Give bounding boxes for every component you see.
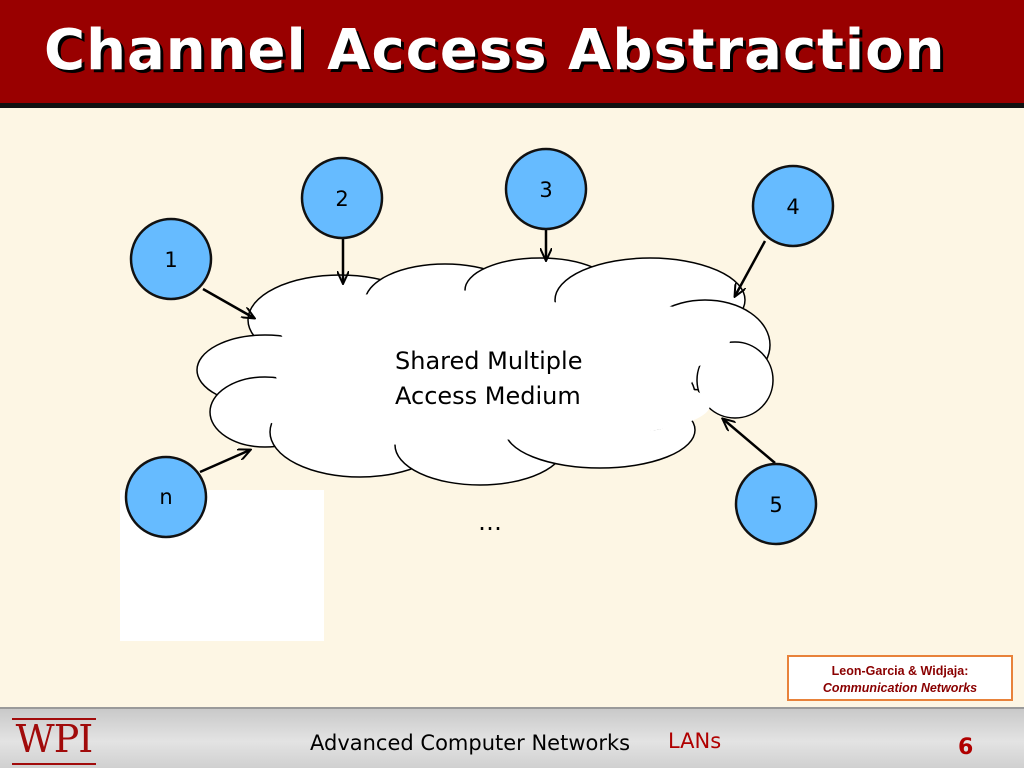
node-label: 2 (335, 187, 348, 211)
node-2: 2 (300, 156, 384, 240)
node-label: n (159, 485, 172, 509)
ellipsis-label: … (478, 508, 502, 536)
arrow-node-n (199, 450, 250, 474)
node-label: 1 (164, 248, 177, 272)
wpi-logo: WPI (8, 715, 100, 765)
shared-medium-cloud (196, 257, 774, 486)
title-bar: Channel Access Abstraction (0, 0, 1024, 108)
arrow-node-1 (202, 287, 254, 318)
page-number: 6 (958, 735, 974, 760)
footer-bar: WPI Advanced Computer Networks LANs 6 (0, 707, 1024, 768)
node-1: 1 (129, 217, 213, 301)
arrow-node-4 (735, 240, 767, 296)
node-label: 5 (769, 493, 782, 517)
citation-book: Communication Networks (822, 681, 978, 695)
cloud-label-line1: Shared Multiple (395, 347, 582, 375)
node-4: 4 (751, 164, 835, 248)
cloud-label-line2: Access Medium (395, 382, 581, 410)
logo-top-rule (12, 718, 96, 720)
logo-bottom-rule (12, 763, 96, 765)
arrow-node-5 (723, 419, 776, 464)
logo-text: WPI (15, 717, 94, 761)
footer-topic: LANs (668, 729, 722, 753)
citation-box: Leon-Garcia & Widjaja: Communication Net… (787, 655, 1013, 701)
node-label: 3 (539, 178, 552, 202)
node-3: 3 (504, 147, 588, 231)
node-n: n (124, 455, 208, 539)
citation-authors: Leon-Garcia & Widjaja: (831, 664, 969, 678)
footer-course-title: Advanced Computer Networks (310, 731, 631, 755)
node-label: 4 (786, 195, 799, 219)
node-5: 5 (734, 462, 818, 546)
slide-title: Channel Access Abstraction (44, 18, 946, 83)
